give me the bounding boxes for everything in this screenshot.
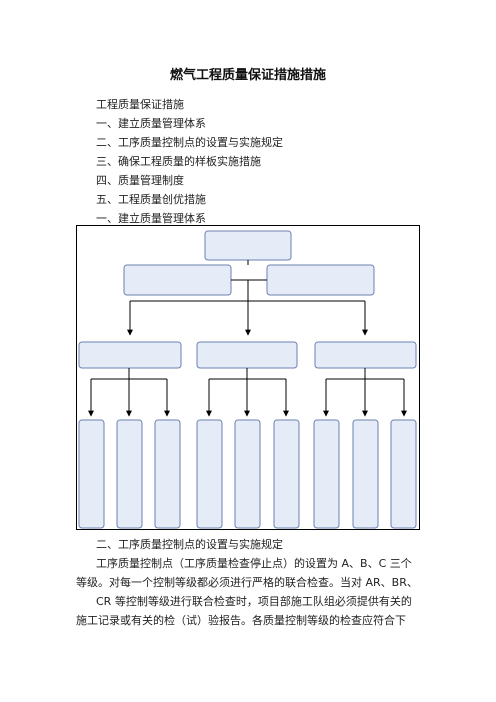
toc-line-6: 五、工程质量创优措施 — [96, 193, 206, 206]
leaf-box-6 — [273, 419, 300, 529]
toc-line-1: 工程质量保证措施 — [96, 98, 184, 111]
level3-box-1 — [78, 341, 182, 369]
leaf-box-9 — [390, 419, 417, 529]
toc-line-4: 三、确保工程质量的样板实施措施 — [96, 155, 261, 168]
body-line-3: CR 等控制等级进行联合检查时，项目部施工队组必须提供有关的 — [96, 595, 412, 608]
toc-line-2: 一、建立质量管理体系 — [96, 117, 206, 130]
leaf-box-4 — [196, 419, 223, 529]
body-line-1: 工序质量控制点（工序质量检查停止点）的设置为 A、B、C 三个 — [96, 557, 412, 570]
leaf-box-7 — [313, 419, 340, 529]
toc-line-3: 二、工序质量控制点的设置与实施规定 — [96, 136, 283, 149]
leaf-box-5 — [234, 419, 261, 529]
leaf-box-2 — [116, 419, 143, 529]
level2-box-right — [266, 264, 375, 296]
toc-line-5: 四、质量管理制度 — [96, 174, 184, 187]
leaf-box-3 — [154, 419, 181, 529]
top-box — [204, 230, 292, 261]
org-chart — [76, 225, 420, 530]
level2-box-left — [123, 264, 232, 296]
level3-box-2 — [196, 341, 298, 369]
leaf-box-1 — [78, 419, 105, 529]
document-title: 燃气工程质量保证措施措施 — [169, 68, 326, 83]
body-line-2: 等级。对每一个控制等级都必须进行严格的联合检查。当对 AR、BR、 — [76, 576, 418, 589]
section2-heading: 二、工序质量控制点的设置与实施规定 — [96, 538, 283, 551]
body-line-4: 施工记录或有关的检（试）验报告。各质量控制等级的检查应符合下 — [76, 614, 406, 627]
level3-box-3 — [314, 341, 417, 369]
leaf-box-8 — [352, 419, 379, 529]
toc-line-7: 一、建立质量管理体系 — [96, 212, 206, 225]
